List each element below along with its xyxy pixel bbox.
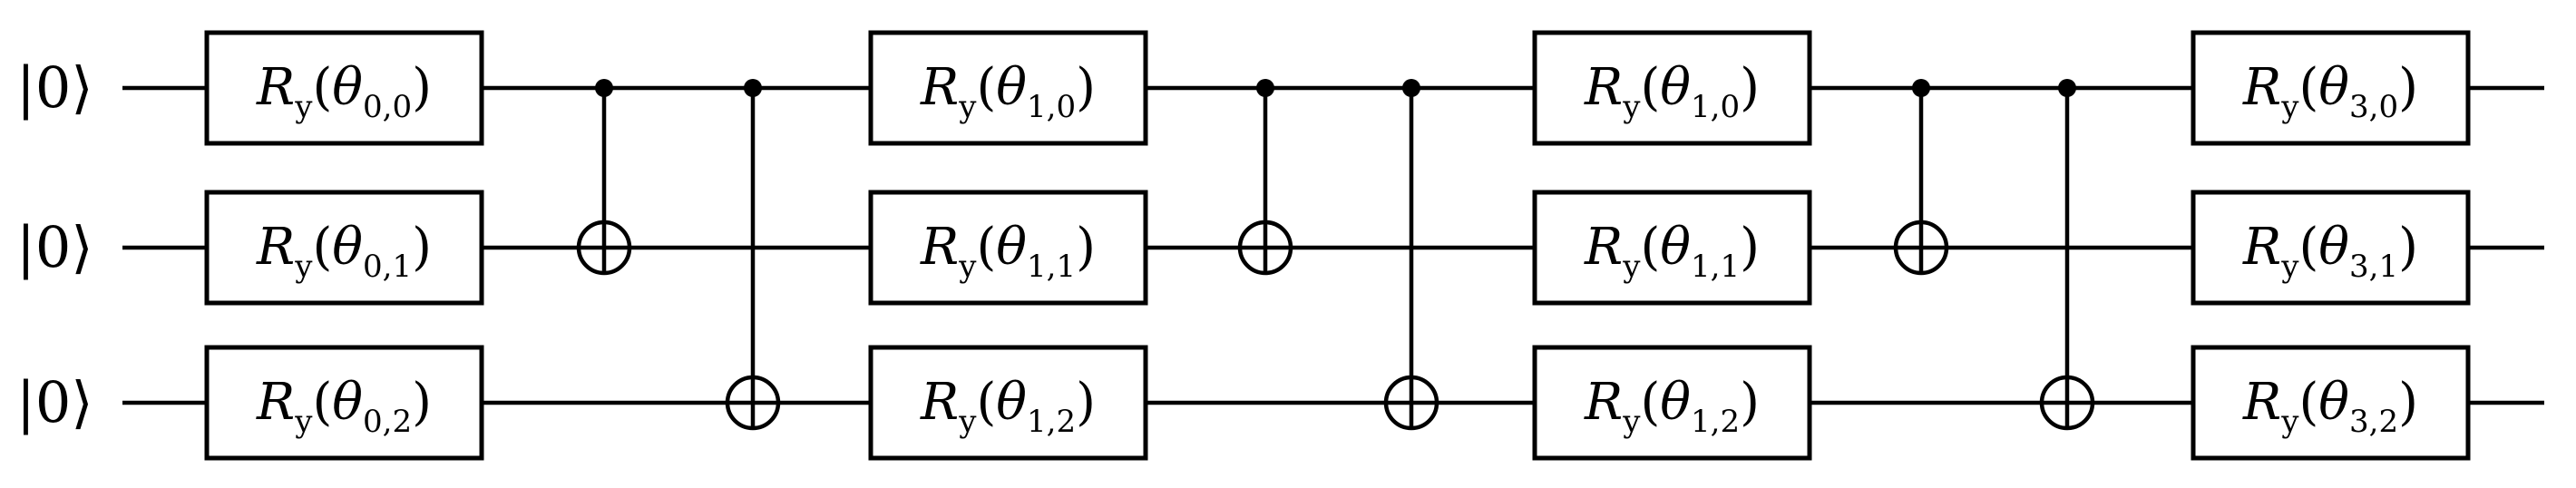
ry-gate: Ry(θ0,2) <box>204 345 484 461</box>
cnot-gate <box>725 79 781 431</box>
gate-label: Ry(θ1,0) <box>920 58 1096 125</box>
ry-gate: Ry(θ1,1) <box>868 190 1148 306</box>
gate-box <box>2191 345 2471 461</box>
gate-box <box>868 30 1148 146</box>
cnot-control-dot <box>744 79 762 97</box>
gate-label: Ry(θ3,0) <box>2242 58 2418 125</box>
cnot-control-dot <box>1402 79 1420 97</box>
gate-label: Ry(θ1,1) <box>920 218 1096 285</box>
gate-box <box>2191 30 2471 146</box>
gate-box <box>204 190 484 306</box>
cnot-control-dot <box>595 79 613 97</box>
ry-gate: Ry(θ1,2) <box>1532 345 1812 461</box>
ry-gate: Ry(θ1,2) <box>868 345 1148 461</box>
gate-box <box>1532 345 1812 461</box>
gate-label: Ry(θ1,0) <box>1584 58 1760 125</box>
gate-label: Ry(θ0,1) <box>256 218 432 285</box>
gate-box <box>868 345 1148 461</box>
ry-gate: Ry(θ1,0) <box>868 30 1148 146</box>
gate-label: Ry(θ0,2) <box>256 373 432 440</box>
ry-gate: Ry(θ1,0) <box>1532 30 1812 146</box>
ry-gate: Ry(θ0,0) <box>204 30 484 146</box>
gate-box <box>2191 190 2471 306</box>
gate-box <box>1532 190 1812 306</box>
gate-box <box>204 345 484 461</box>
gate-box <box>204 30 484 146</box>
ry-gate: Ry(θ3,1) <box>2191 190 2471 306</box>
cnot-gate <box>1383 79 1439 431</box>
cnot-control-dot <box>2058 79 2076 97</box>
gate-label: Ry(θ3,2) <box>2242 373 2418 440</box>
cnot-control-dot <box>1256 79 1274 97</box>
qubit-input-label: |0⟩ <box>16 54 93 121</box>
cnot-control-dot <box>1912 79 1930 97</box>
gate-label: Ry(θ0,0) <box>256 58 432 125</box>
ry-gate: Ry(θ3,0) <box>2191 30 2471 146</box>
cnot-gate <box>576 79 632 276</box>
cnot-gate <box>1893 79 1949 276</box>
ry-gate: Ry(θ0,1) <box>204 190 484 306</box>
gate-box <box>1532 30 1812 146</box>
ry-gate: Ry(θ3,2) <box>2191 345 2471 461</box>
cnot-gate <box>1237 79 1293 276</box>
gate-label: Ry(θ1,2) <box>1584 373 1760 440</box>
qubit-input-label: |0⟩ <box>16 369 93 435</box>
cnot-gate <box>2039 79 2095 431</box>
ry-gate: Ry(θ1,1) <box>1532 190 1812 306</box>
gate-box <box>868 190 1148 306</box>
gate-label: Ry(θ1,1) <box>1584 218 1760 285</box>
qubit-input-label: |0⟩ <box>16 214 93 280</box>
gate-label: Ry(θ3,1) <box>2242 218 2418 285</box>
gate-label: Ry(θ1,2) <box>920 373 1096 440</box>
